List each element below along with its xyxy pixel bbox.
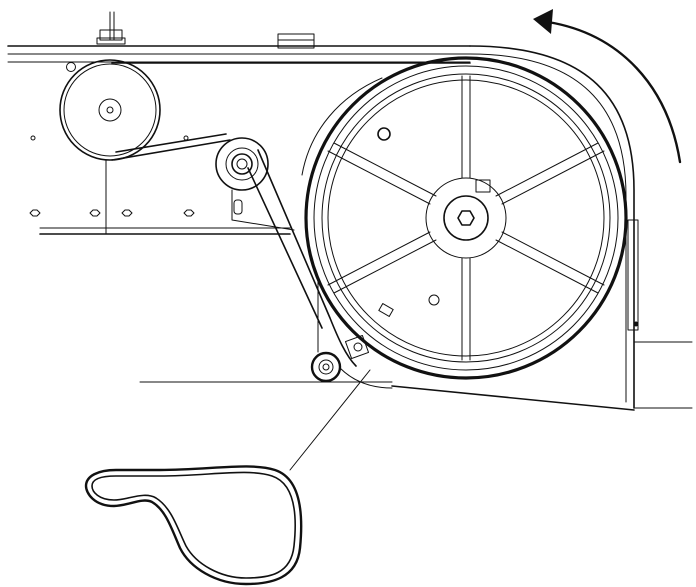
left-frame-panel [29,135,291,235]
drive-belt [111,62,471,367]
belt-outline-callout [84,369,371,586]
housing-guard [139,45,693,411]
pulley-spokes [327,75,605,361]
rotation-arrow [533,9,682,164]
lower-guide-roller [310,334,393,389]
idler-pulley [215,137,295,231]
top-frame-rail [7,11,471,72]
mounting-bolt [96,11,126,45]
motor-pulley-left [59,59,161,161]
drive-pulley-large [304,56,628,380]
